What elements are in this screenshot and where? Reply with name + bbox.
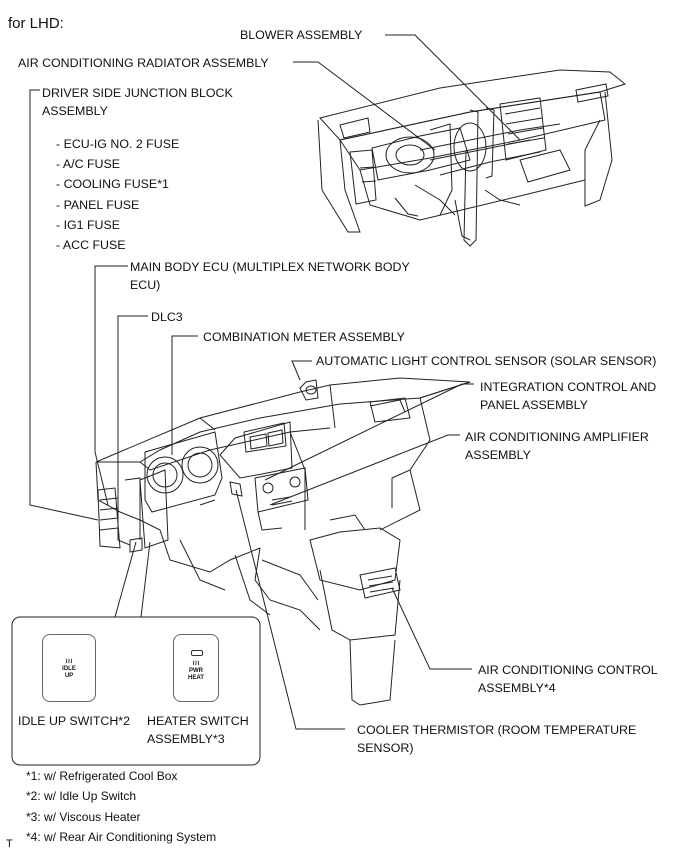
label-radiator-assembly: AIR CONDITIONING RADIATOR ASSEMBLY [18, 56, 269, 70]
idle-up-switch-face: ≀≀≀ IDLE UP [42, 634, 96, 702]
label-cooler-thermistor: COOLER THERMISTOR (ROOM TEMPERATURE SENS… [357, 723, 637, 755]
fuse-item: - PANEL FUSE [56, 197, 140, 212]
footnote: *4: w/ Rear Air Conditioning System [26, 829, 217, 844]
page-header: for LHD: [8, 15, 64, 32]
fuse-list: - ECU-IG NO. 2 FUSE - A/C FUSE - COOLING… [56, 134, 179, 255]
fuse-item: - ACC FUSE [56, 238, 126, 253]
label-main-body-ecu: MAIN BODY ECU (MULTIPLEX NETWORK BODY EC… [130, 260, 410, 292]
heat-waves-icon: ≀≀≀ [192, 660, 200, 667]
label-idle-up-switch: IDLE UP SWITCH*2 [18, 714, 130, 728]
label-integration-panel: INTEGRATION CONTROL AND PANEL ASSEMBLY [480, 380, 657, 412]
idle-up-text: UP [64, 673, 74, 679]
label-combination-meter: COMBINATION METER ASSEMBLY [203, 330, 405, 344]
label-ac-control: AIR CONDITIONING CONTROL ASSEMBLY*4 [478, 663, 658, 695]
pwr-heat-text: HEAT [188, 675, 204, 681]
label-dlc3: DLC3 [151, 310, 183, 324]
pwr-heat-text: PWR [189, 668, 203, 674]
footer-mark: T [6, 838, 13, 850]
label-blower-assembly: BLOWER ASSEMBLY [240, 28, 363, 42]
footnotes: *1: w/ Refrigerated Cool Box *2: w/ Idle… [26, 766, 216, 847]
upper-dashboard-illustration [317, 69, 627, 247]
indicator-light-icon [191, 650, 203, 656]
heater-switch-face: ≀≀≀ PWR HEAT [173, 634, 219, 702]
main-dashboard-illustration [95, 377, 471, 706]
fuse-item: - ECU-IG NO. 2 FUSE [56, 137, 180, 151]
leader-lines [29, 34, 521, 730]
fuse-item: - IG1 FUSE [56, 217, 121, 232]
footnote: *3: w/ Viscous Heater [26, 809, 141, 824]
fuse-item: - COOLING FUSE*1 [56, 177, 169, 192]
idle-up-text: IDLE [62, 666, 76, 672]
heat-waves-icon: ≀≀≀ [65, 658, 73, 665]
footnote: *1: w/ Refrigerated Cool Box [26, 769, 178, 783]
label-ac-amplifier: AIR CONDITIONING AMPLIFIER ASSEMBLY [465, 430, 649, 462]
footnote: *2: w/ Idle Up Switch [26, 789, 137, 804]
label-heater-switch: HEATER SWITCH ASSEMBLY*3 [147, 714, 249, 746]
fuse-item: - A/C FUSE [56, 157, 121, 172]
label-junction-block: DRIVER SIDE JUNCTION BLOCK ASSEMBLY [42, 86, 233, 118]
label-light-sensor: AUTOMATIC LIGHT CONTROL SENSOR (SOLAR SE… [316, 354, 657, 368]
switch-callout-box [11, 616, 261, 766]
